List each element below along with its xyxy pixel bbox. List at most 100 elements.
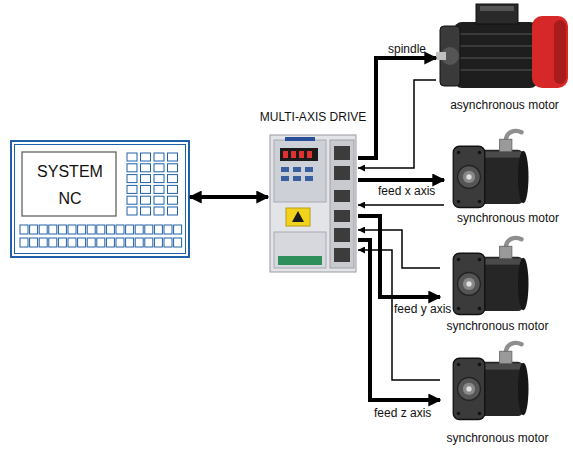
- asynchronous-motor-art: [436, 4, 568, 88]
- key-button: [97, 238, 105, 247]
- synchronous-motor-art: [453, 131, 528, 208]
- warning-label: [286, 208, 310, 226]
- power-line: [358, 240, 440, 400]
- key-button: [127, 164, 137, 172]
- key-button: [126, 225, 134, 234]
- power-line: [358, 58, 436, 158]
- drive-lower-cover: [274, 232, 326, 268]
- key-button: [141, 164, 151, 172]
- key-button: [135, 238, 143, 247]
- key-button: [174, 225, 182, 234]
- key-button: [141, 207, 151, 215]
- key-button: [168, 153, 178, 161]
- drive-connector: [334, 210, 350, 222]
- key-button: [68, 225, 76, 234]
- key-button: [30, 238, 38, 247]
- asynchronous-motor: asynchronous motor: [436, 0, 573, 112]
- key-button: [106, 238, 114, 247]
- key-button: [127, 196, 137, 204]
- feedback-line: [358, 230, 440, 268]
- drive-display: [280, 148, 318, 161]
- drive-connector: [334, 166, 350, 180]
- connector-label: feed y axis: [394, 302, 451, 316]
- drive-connector: [334, 190, 350, 202]
- synchronous-motor-art: [453, 238, 528, 315]
- key-button: [30, 225, 38, 234]
- key-button: [168, 196, 178, 204]
- display-digit: [307, 151, 312, 158]
- display-digit: [299, 151, 304, 158]
- motor-label: synchronous motor: [440, 319, 555, 333]
- drive-front-cover: [274, 140, 326, 202]
- device-title: MULTI-AXIS DRIVE: [260, 110, 366, 124]
- drive-body: [270, 135, 356, 272]
- key-button: [145, 225, 153, 234]
- key-button: [154, 175, 164, 183]
- key-button: [106, 225, 114, 234]
- drive-button: [293, 167, 301, 172]
- screen-title: SYSTEM NC: [34, 158, 106, 212]
- key-button: [154, 164, 164, 172]
- synchronous-motor: synchronous motor: [444, 125, 572, 225]
- key-button: [97, 225, 105, 234]
- key-button: [127, 175, 137, 183]
- synchronous-motor-art: [453, 343, 528, 420]
- key-button: [168, 175, 178, 183]
- key-button: [141, 153, 151, 161]
- synchronous-motor: synchronous motor: [440, 335, 555, 445]
- feedback-line: [358, 204, 444, 206]
- key-button: [78, 225, 86, 234]
- power-line: [358, 178, 444, 182]
- display-digit: [283, 151, 288, 158]
- drive-connector-column: [330, 140, 354, 268]
- motor-label: synchronous motor: [444, 211, 572, 225]
- key-button: [168, 164, 178, 172]
- drive-connector: [334, 248, 350, 262]
- key-button: [141, 185, 151, 193]
- key-button: [154, 185, 164, 193]
- key-button: [58, 225, 66, 234]
- key-button: [127, 207, 137, 215]
- key-button: [58, 238, 66, 247]
- key-button: [168, 185, 178, 193]
- multi-axis-drive: MULTI-AXIS DRIVE: [268, 108, 358, 272]
- key-button: [154, 225, 162, 234]
- key-button: [49, 238, 57, 247]
- drive-connector: [334, 146, 350, 160]
- key-button: [39, 238, 47, 247]
- key-button: [141, 175, 151, 183]
- connector-label: feed z axis: [374, 406, 431, 420]
- motor-label: asynchronous motor: [436, 98, 573, 112]
- key-button: [116, 225, 124, 234]
- key-button: [68, 238, 76, 247]
- drive-button: [281, 176, 289, 181]
- terminal-strip: [278, 256, 322, 265]
- key-button: [154, 207, 164, 215]
- key-button: [49, 225, 57, 234]
- synchronous-motor: synchronous motor: [440, 230, 555, 333]
- drive-button: [305, 176, 313, 181]
- warning-triangle: [292, 211, 304, 222]
- key-button: [145, 238, 153, 247]
- key-button: [174, 238, 182, 247]
- connector-label: feed x axis: [378, 184, 435, 198]
- key-button: [78, 238, 86, 247]
- key-button: [141, 196, 151, 204]
- key-button: [154, 196, 164, 204]
- drive-connector: [334, 228, 350, 242]
- key-button: [87, 238, 95, 247]
- connector-label: spindle: [388, 42, 426, 56]
- key-button: [87, 225, 95, 234]
- key-button: [164, 238, 172, 247]
- key-button: [127, 185, 137, 193]
- nc-keypad: [20, 153, 182, 247]
- key-button: [116, 238, 124, 247]
- power-line: [358, 216, 440, 297]
- nc-screen: [22, 152, 116, 216]
- key-button: [20, 225, 28, 234]
- drive-button: [305, 167, 313, 172]
- display-digit: [291, 151, 296, 158]
